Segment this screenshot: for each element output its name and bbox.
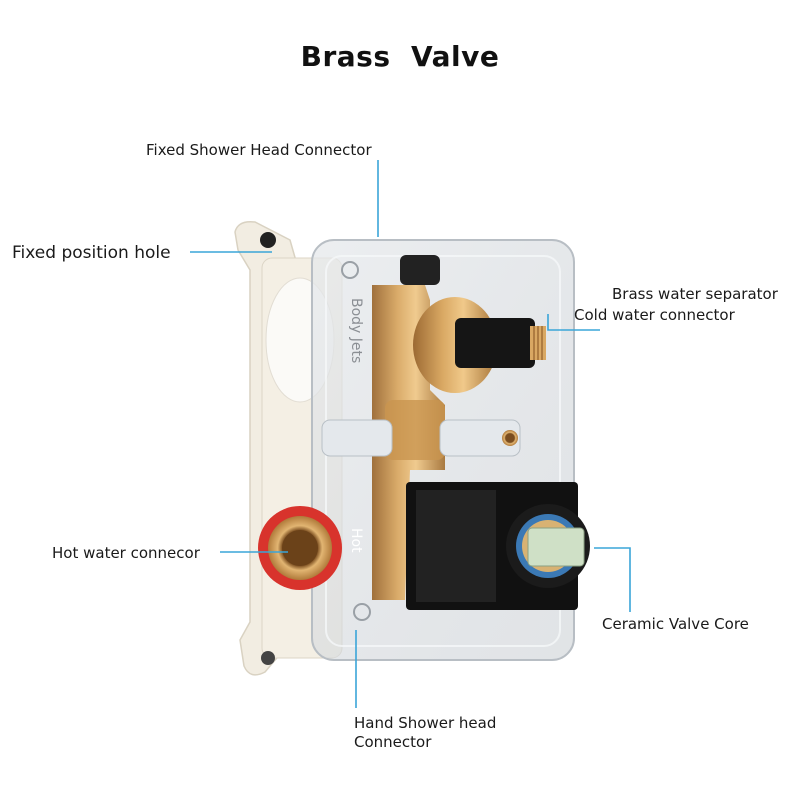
cold-water-connector-label: Cold water connector	[574, 306, 735, 324]
leader-line	[594, 547, 631, 612]
screw-icon	[261, 651, 275, 665]
hot-water-inlet	[258, 506, 342, 590]
fixed-shower-head-connector-label: Fixed Shower Head Connector	[146, 141, 372, 159]
brass-water-separator-label: Brass water separator	[612, 285, 778, 303]
brass-water-separator	[413, 297, 546, 393]
ceramic-valve-core	[406, 482, 590, 610]
hand-shower-head-label-line2: Connector	[354, 733, 432, 751]
ceramic-valve-core-label: Ceramic Valve Core	[602, 615, 749, 633]
fixed-position-hole-label: Fixed position hole	[12, 243, 171, 263]
leader-line	[547, 314, 600, 331]
hot-water-connector-label: Hot water connecor	[52, 544, 200, 562]
leader-lines	[190, 160, 631, 708]
screw-icon	[260, 232, 276, 248]
body-jets-text: Body Jets	[348, 298, 364, 363]
hand-shower-head-label-line1: Hand Shower head	[354, 714, 497, 732]
page-title: Brass Valve	[300, 40, 500, 73]
hot-text: Hot	[348, 528, 364, 553]
